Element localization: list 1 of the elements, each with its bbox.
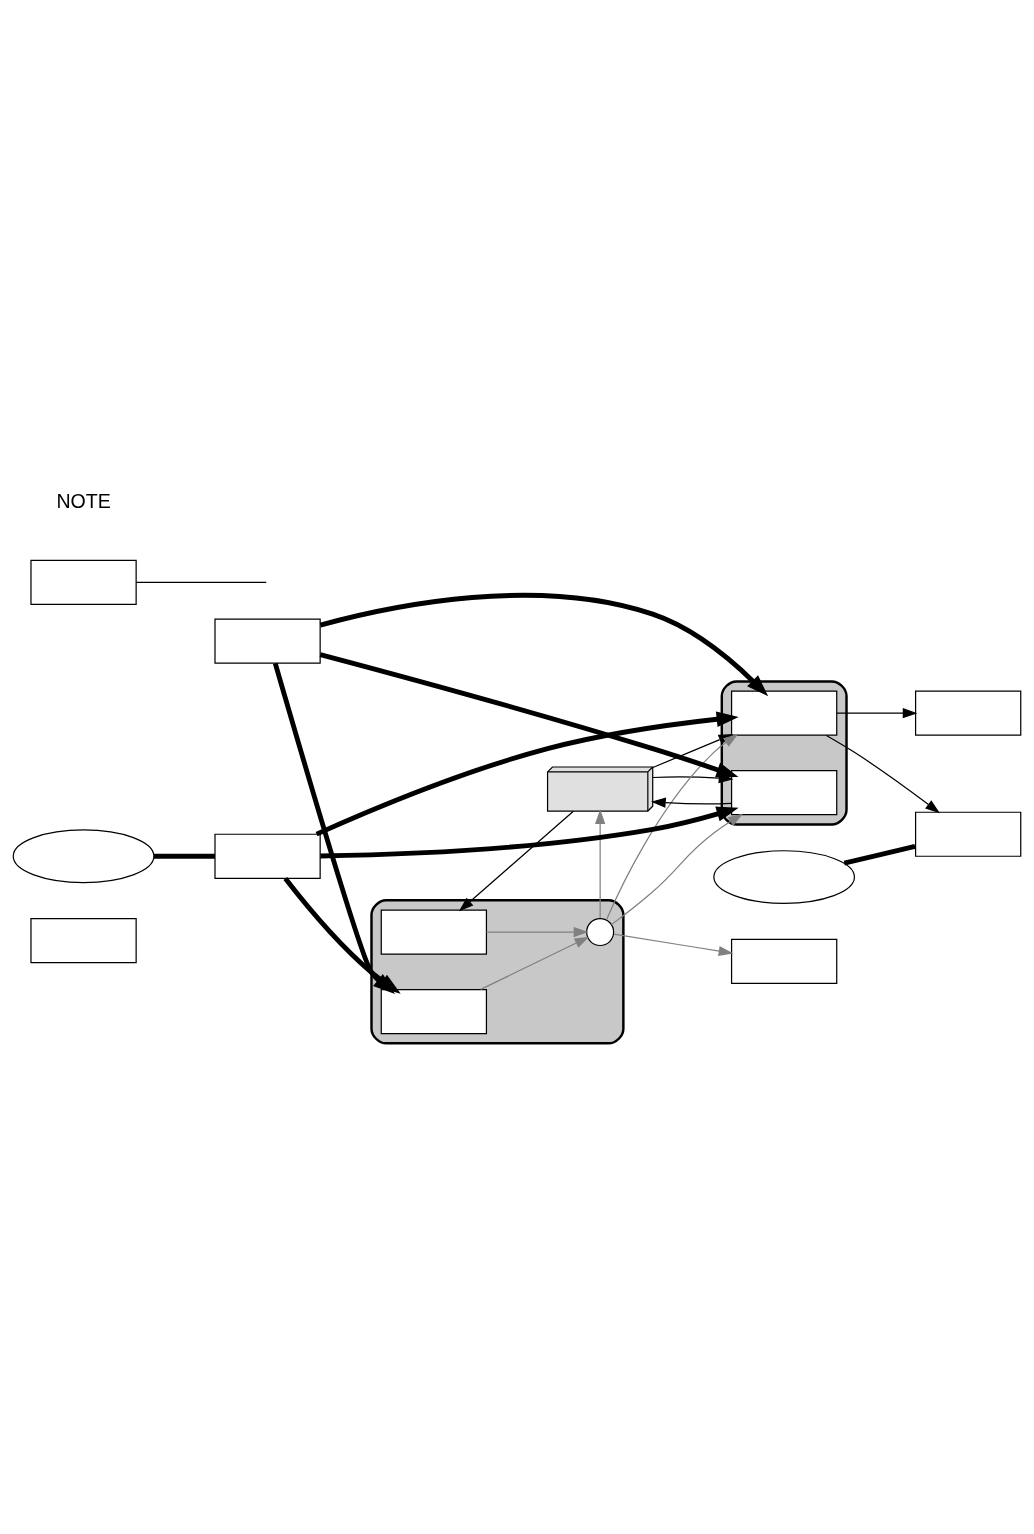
- label: NOTE: [56, 489, 111, 512]
